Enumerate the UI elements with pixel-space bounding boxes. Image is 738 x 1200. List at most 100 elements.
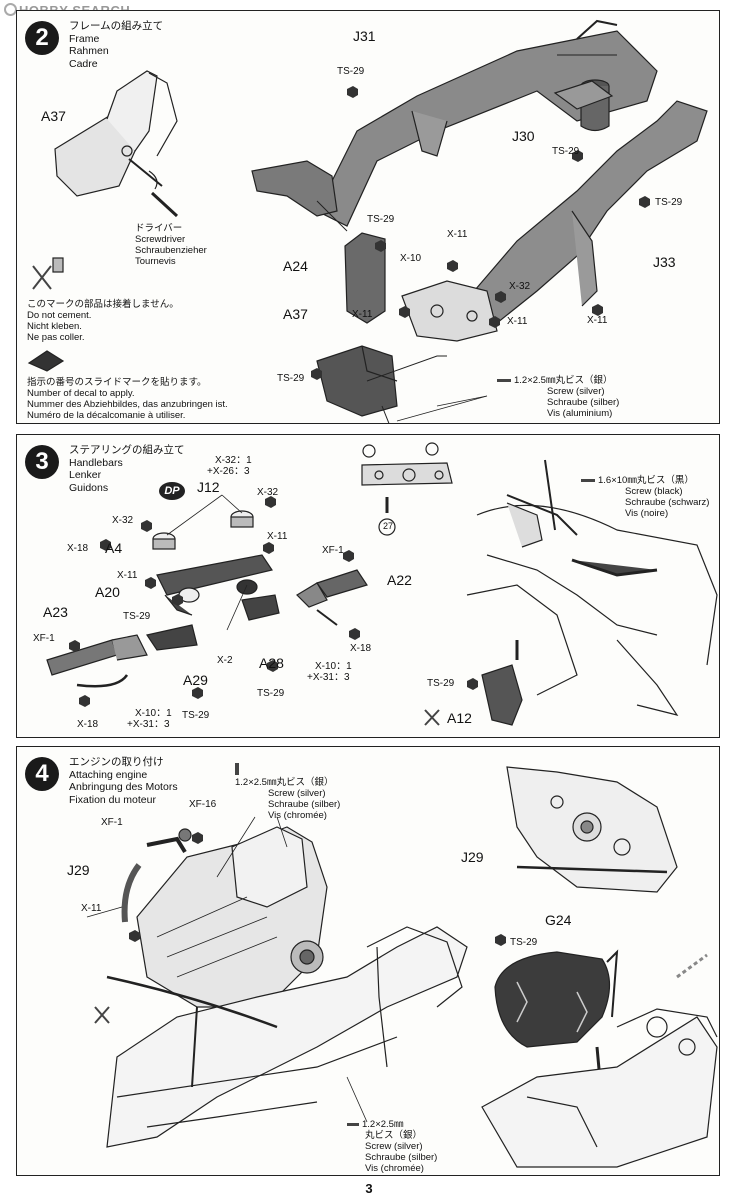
label-j29-inset: J29	[461, 849, 484, 865]
label-x32-ratio: X-32：1	[215, 455, 252, 466]
note-line: Vis (noire)	[625, 508, 669, 519]
note-line: Schraube (silber)	[365, 1152, 438, 1163]
screw-note-head: 1.2×2.5㎜	[347, 1119, 437, 1130]
label-x32: X-32	[509, 281, 531, 292]
label-a29: A29	[183, 672, 208, 688]
label-ts29: TS-29	[427, 678, 455, 689]
note-line: ドライバー	[135, 223, 183, 234]
page-number: 3	[365, 1181, 373, 1196]
screw-icon	[235, 763, 239, 775]
label-ts29: TS-29	[257, 688, 285, 699]
label-ts29: TS-29	[655, 197, 683, 208]
screw-icon	[347, 1122, 359, 1126]
paint-dp-badge: DP	[159, 482, 185, 500]
note-line: Schraube (silber)	[547, 397, 620, 408]
step-2-badge: 2	[25, 21, 59, 55]
decal-note: 指示の番号のスライドマークを貼ります。 Number of decal to a…	[27, 377, 228, 421]
decal-number-27: 27	[383, 521, 394, 531]
step-2-title: フレームの組み立て Frame Rahmen Cadre	[69, 20, 163, 70]
label-x32: X-32	[257, 487, 279, 498]
note-line: Ne pas coller.	[27, 332, 85, 343]
label-x18: X-18	[77, 719, 99, 730]
label-a4: A4	[105, 540, 123, 556]
note-line: Schraube (schwarz)	[625, 497, 710, 508]
note-line: Tournevis	[135, 256, 176, 267]
label-x11: X-11	[447, 229, 468, 240]
label-x31-ratio: +X-31：3	[307, 672, 350, 683]
screw-note-top: 1.2×2.5㎜丸ビス（銀） Screw (silver) Schraube (…	[235, 763, 340, 821]
note-line: このマークの部品は接着しません。	[27, 299, 179, 310]
label-x10-ratio: X-10：1	[315, 661, 352, 672]
note-line: Screw (black)	[625, 486, 683, 497]
screw-icon	[581, 478, 595, 482]
screw-note-head	[235, 763, 340, 777]
note-line: Vis (aluminium)	[547, 408, 613, 419]
note-line: Numéro de la décalcomanie à utiliser.	[27, 410, 186, 421]
label-x10: X-10	[400, 253, 422, 264]
note-line: Vis (chromée)	[268, 810, 327, 821]
handlebar-assembly-drawing	[46, 442, 718, 726]
title-de: Rahmen	[69, 45, 109, 57]
label-xf1: XF-1	[101, 817, 123, 828]
label-g24: G24	[545, 912, 572, 928]
label-a20: A20	[95, 584, 120, 600]
label-a37-bottom: A37	[283, 306, 308, 322]
title-de: Anbringung des Motors	[69, 781, 178, 793]
note-line: Screwdriver	[135, 234, 186, 245]
label-x11: X-11	[507, 316, 528, 327]
note-line: 1.2×2.5㎜丸ビス（銀）	[235, 777, 334, 788]
label-j33: J33	[653, 254, 676, 270]
label-x18: X-18	[350, 643, 372, 654]
label-a37-top: A37	[41, 108, 66, 124]
frame-assembly-drawing	[27, 19, 708, 423]
step-2-panel: 2 フレームの組み立て Frame Rahmen Cadre A37 ドライバー…	[16, 10, 720, 424]
note-line: Screw (silver)	[547, 386, 605, 397]
note-line: 1.6×10㎜丸ビス（黒）	[598, 475, 694, 486]
note-line: Schraube (silber)	[268, 799, 341, 810]
step-3-title: ステアリングの組み立て Handlebars Lenker Guidons	[69, 444, 185, 494]
note-line: Screw (silver)	[268, 788, 326, 799]
step-3-panel: 3 ステアリングの組み立て Handlebars Lenker Guidons …	[16, 434, 720, 738]
label-ts29: TS-29	[367, 214, 395, 225]
title-jp: エンジンの取り付け	[69, 756, 164, 768]
label-x11: X-11	[117, 570, 138, 581]
note-line: 1.2×2.5㎜	[362, 1119, 404, 1130]
note-line: 指示の番号のスライドマークを貼ります。	[27, 377, 207, 388]
title-en: Frame	[69, 32, 100, 45]
label-x10-ratio: X-10：1	[135, 708, 172, 719]
note-line: Screw (silver)	[365, 1141, 423, 1152]
label-ts29: TS-29	[123, 611, 151, 622]
screw-note: 1.2×2.5㎜丸ビス（銀） Screw (silver) Schraube (…	[497, 375, 619, 419]
step-4-panel: 4 エンジンの取り付け Attaching engine Anbringung …	[16, 746, 720, 1176]
step-4-title: エンジンの取り付け Attaching engine Anbringung de…	[69, 756, 178, 806]
note-line: Nummer des Abziehbildes, das anzubringen…	[27, 399, 228, 410]
label-x11: X-11	[81, 903, 102, 914]
screw-note-head: 1.2×2.5㎜丸ビス（銀）	[497, 375, 619, 386]
note-line: Number of decal to apply.	[27, 388, 135, 399]
label-a28: A28	[259, 655, 284, 671]
label-x11: X-11	[352, 309, 373, 320]
label-a23: A23	[43, 604, 68, 620]
label-x18: X-18	[67, 543, 89, 554]
note-line: Nicht kleben.	[27, 321, 82, 332]
label-j12: J12	[197, 479, 220, 495]
title-fr: Guidons	[69, 481, 109, 494]
screw-note: 1.6×10㎜丸ビス（黒） Screw (black) Schraube (sc…	[581, 475, 709, 519]
title-jp: フレームの組み立て	[69, 20, 164, 32]
label-x2: X-2	[217, 655, 233, 666]
label-j31: J31	[353, 28, 376, 44]
label-ts29: TS-29	[182, 710, 210, 721]
note-line: 1.2×2.5㎜丸ビス（銀）	[514, 375, 613, 386]
label-x11: X-11	[587, 315, 608, 326]
label-a24: A24	[283, 258, 308, 274]
label-x11: X-11	[267, 531, 288, 542]
title-de: Lenker	[69, 469, 102, 481]
label-xf16: XF-16	[189, 799, 217, 810]
step-4-badge: 4	[25, 757, 59, 791]
screw-icon	[497, 378, 511, 382]
title-jp: ステアリングの組み立て	[69, 444, 185, 456]
title-fr: Fixation du moteur	[69, 793, 156, 806]
note-line: Do not cement.	[27, 310, 92, 321]
note-line: Vis (chromée)	[365, 1163, 424, 1174]
title-en: Handlebars	[69, 456, 123, 469]
